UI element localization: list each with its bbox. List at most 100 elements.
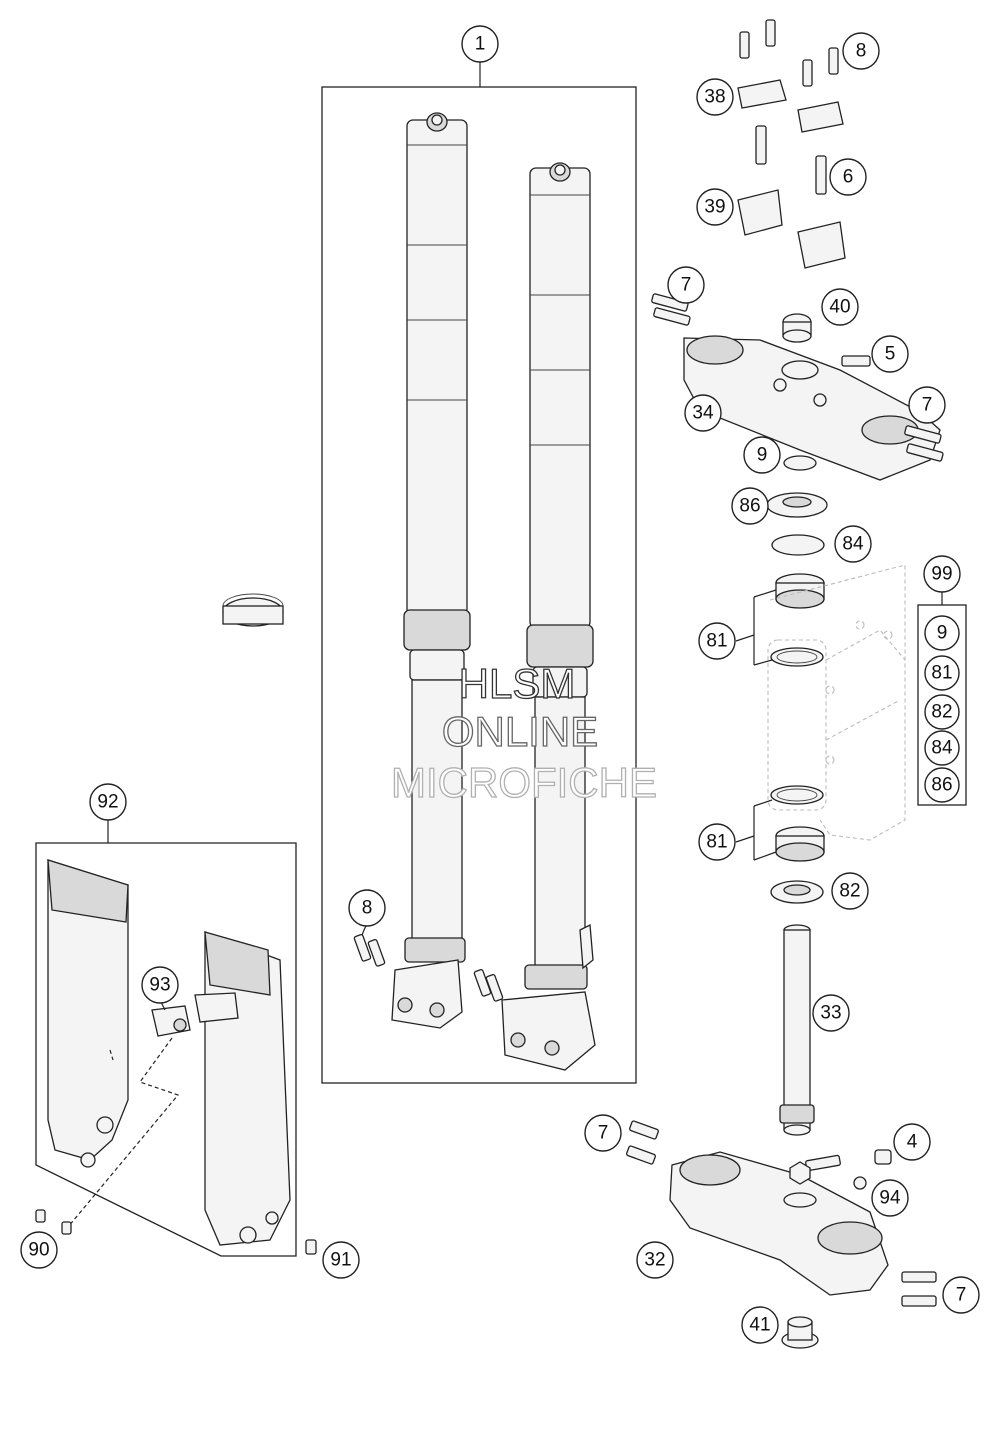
callout-38[interactable]: 38: [696, 78, 734, 116]
svg-text:84: 84: [931, 738, 953, 759]
callout-86[interactable]: 86: [731, 487, 769, 525]
callout-82[interactable]: 82: [831, 872, 869, 910]
svg-text:90: 90: [28, 1240, 49, 1261]
bracket-line: [753, 589, 777, 598]
kit-item-9[interactable]: 9: [924, 615, 960, 651]
callout-94[interactable]: 94: [871, 1179, 909, 1217]
bearing-race-upper: [770, 647, 824, 667]
svg-text:41: 41: [749, 1315, 770, 1336]
callout-93[interactable]: 93: [141, 966, 179, 1004]
svg-text:9: 9: [757, 445, 768, 466]
svg-text:82: 82: [839, 881, 860, 902]
axle-clamp-bolts: [353, 933, 504, 1002]
callout-7-c[interactable]: 7: [584, 1114, 622, 1152]
svg-text:34: 34: [692, 403, 714, 424]
callout-99[interactable]: 99: [923, 555, 961, 593]
dust-seal-86: [766, 492, 828, 518]
bracket-line: [753, 851, 777, 861]
handlebar-clamp-lower: [737, 189, 846, 269]
svg-text:4: 4: [907, 1132, 918, 1153]
svg-text:7: 7: [598, 1123, 609, 1144]
svg-text:8: 8: [362, 898, 373, 919]
callout-91[interactable]: 91: [322, 1241, 360, 1279]
left-fork-guard: [47, 859, 129, 1168]
watermark-line-1: HLSM: [459, 660, 576, 707]
fork-guard-frame: [35, 842, 297, 1257]
callout-6[interactable]: 6: [829, 158, 867, 196]
callout-81-lower[interactable]: 81: [698, 823, 736, 861]
svg-text:7: 7: [922, 395, 933, 416]
callout-4[interactable]: 4: [893, 1123, 931, 1161]
kit-item-81[interactable]: 81: [924, 655, 960, 691]
callout-90[interactable]: 90: [20, 1231, 58, 1269]
guard-screws: [35, 1209, 317, 1255]
svg-text:81: 81: [931, 663, 952, 684]
dashed-guide: [109, 1049, 114, 1061]
svg-text:81: 81: [706, 631, 727, 652]
callout-1[interactable]: 1: [461, 25, 499, 63]
kit-item-82[interactable]: 82: [924, 694, 960, 730]
svg-text:86: 86: [739, 496, 760, 517]
callout-5[interactable]: 5: [871, 335, 909, 373]
callout-34[interactable]: 34: [684, 394, 722, 432]
svg-text:82: 82: [931, 702, 952, 723]
callout-40[interactable]: 40: [821, 288, 859, 326]
frame-head-tube-ghost: [767, 564, 906, 841]
lower-clamp-bolts: [626, 1120, 937, 1307]
svg-text:9: 9: [937, 623, 948, 644]
right-fork-guard: [194, 931, 291, 1246]
watermark-line-3: MICROFICHE: [391, 759, 657, 806]
svg-text:5: 5: [885, 344, 896, 365]
callout-39[interactable]: 39: [696, 188, 734, 226]
svg-text:38: 38: [704, 87, 725, 108]
svg-text:33: 33: [820, 1003, 841, 1024]
svg-text:1: 1: [475, 34, 486, 55]
callout-41[interactable]: 41: [741, 1306, 779, 1344]
svg-text:81: 81: [706, 832, 727, 853]
upper-bearing-81: [775, 573, 825, 609]
fork-group-frame: [321, 86, 637, 1084]
svg-text:93: 93: [149, 975, 170, 996]
lower-triple-clamp: [669, 1151, 889, 1296]
svg-text:7: 7: [956, 1285, 967, 1306]
bracket-line: [753, 659, 773, 666]
lower-bearing-81: [775, 826, 825, 862]
handlebar-clamp-top: [737, 79, 844, 133]
callout-8-top[interactable]: 8: [842, 32, 880, 70]
steering-nut-40: [782, 313, 812, 343]
watermark-line-2: ONLINE: [442, 708, 598, 755]
svg-text:32: 32: [644, 1250, 665, 1271]
handlebar-clamp-bolts-long: [755, 125, 827, 195]
handlebar-clamp-bolts: [739, 19, 839, 87]
guard-bracket-93: [151, 1005, 191, 1037]
callout-7-b[interactable]: 7: [908, 386, 946, 424]
svg-text:7: 7: [681, 275, 692, 296]
leader-line: [735, 634, 755, 642]
svg-text:40: 40: [829, 297, 850, 318]
kit-item-84[interactable]: 84: [924, 730, 960, 766]
callout-7-a[interactable]: 7: [667, 266, 705, 304]
seal-ring-84: [771, 534, 825, 556]
hex-nut-small: [789, 1161, 811, 1185]
svg-text:86: 86: [931, 775, 952, 796]
svg-text:8: 8: [856, 41, 867, 62]
svg-text:84: 84: [842, 534, 864, 555]
callout-7-d[interactable]: 7: [942, 1276, 980, 1314]
callout-81-upper[interactable]: 81: [698, 622, 736, 660]
callout-92[interactable]: 92: [89, 783, 127, 821]
right-fork-leg: [501, 162, 596, 1071]
callout-32[interactable]: 32: [636, 1241, 674, 1279]
seal-82: [770, 880, 824, 904]
callout-33[interactable]: 33: [812, 994, 850, 1032]
callout-9[interactable]: 9: [743, 436, 781, 474]
callout-8-fork[interactable]: 8: [348, 889, 386, 927]
loose-ring: [222, 593, 284, 627]
svg-text:6: 6: [843, 167, 854, 188]
callout-84[interactable]: 84: [834, 525, 872, 563]
steering-nut-41: [781, 1316, 819, 1349]
steering-stem: [779, 924, 815, 1136]
kit-item-86[interactable]: 86: [924, 767, 960, 803]
svg-text:99: 99: [931, 564, 952, 585]
svg-text:39: 39: [704, 197, 725, 218]
